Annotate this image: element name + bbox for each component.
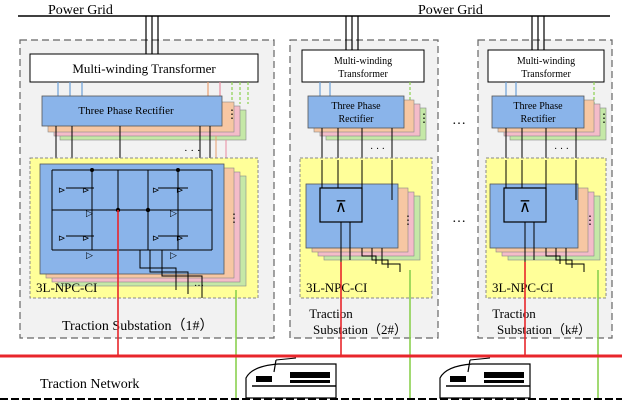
transformer-label-kb: Transformer [521,69,571,80]
substation-k-label-b: Substation（k#） [497,322,591,337]
transformer-box-k [487,49,605,83]
transformer-label-2b: Transformer [338,69,388,80]
svg-text:▷: ▷ [86,250,93,260]
svg-text:· · ·: · · · [554,144,569,155]
svg-text:⋮: ⋮ [418,111,430,125]
igbt-icon-k [503,187,547,223]
rectifier-label-kb: Rectifier [521,114,557,125]
svg-text:⊳: ⊳ [176,233,184,243]
svg-text:▷: ▷ [170,250,177,260]
transformer-main-label: Multi-winding Transformer [72,61,216,76]
rectifier-main-label: Three Phase Rectifier [78,105,174,117]
transformer-label-2a: Multi-winding [334,56,392,67]
svg-text:▷: ▷ [170,208,177,218]
svg-text:⋮: ⋮ [402,213,414,227]
switch-symbols: ⊳ ⊳ ⊳ ⊳ ⊳ ⊳ ⊳ ⊳ ▷ ▷ ▷ ▷ [58,185,184,260]
inverter-label-2: 3L-NPC-CI [306,280,367,295]
train-icon-2 [439,357,531,399]
svg-text:⊳: ⊳ [152,185,160,195]
svg-text:⊼: ⊼ [519,199,531,216]
transformer-main-box [29,53,259,83]
svg-text:▷: ▷ [86,208,93,218]
svg-text:⊳: ⊳ [176,185,184,195]
rectifier-box-k [491,95,585,129]
svg-text:⋮: ⋮ [598,111,610,125]
substation-1: Multi-winding Transformer Three Phase Re… [19,16,275,339]
rectifier-box-2 [307,95,405,129]
svg-text:⊳: ⊳ [58,185,66,195]
substation-2: Multi-winding Transformer Three Phase Re… [289,16,439,339]
svg-text:· · ·: · · · [184,145,201,157]
substation-1-label: Traction Substation（1#） [62,318,214,334]
traction-network-label: Traction Network [40,377,139,392]
transformer-box-2 [301,49,425,83]
svg-text:⋮: ⋮ [584,213,596,227]
svg-text:⊼: ⊼ [335,199,347,216]
ellipsis-middle: … [452,211,466,226]
rectifier-label-2a: Three Phase [331,101,381,112]
rectifier-label-ka: Three Phase [513,101,563,112]
substation-2-label-b: Substation（2#） [313,322,407,337]
svg-text:⊳: ⊳ [58,233,66,243]
svg-text:…: … [194,278,204,289]
substation-k-label-a: Traction [492,306,536,321]
svg-text:⊳: ⊳ [82,185,90,195]
train-icon-1 [245,357,337,399]
svg-text:⋮: ⋮ [228,211,240,225]
substation-2-label-a: Traction [309,306,353,321]
inverter-label-1: 3L-NPC-CI [36,280,97,295]
inverter-label-k: 3L-NPC-CI [492,280,553,295]
svg-text:⊳: ⊳ [152,233,160,243]
power-grid-label-left: Power Grid [48,3,113,18]
substation-k: Multi-winding Transformer Three Phase Re… [477,16,613,339]
inverter-main-box [39,163,225,275]
transformer-label-ka: Multi-winding [517,56,575,67]
power-grid-label-right: Power Grid [418,3,483,18]
svg-text:· · ·: · · · [370,144,385,155]
ellipsis-top: … [452,113,466,128]
svg-text:⊳: ⊳ [82,233,90,243]
rectifier-main-box [41,95,223,127]
rectifier-label-2b: Rectifier [339,114,375,125]
stack-dots-icon: ⋮ [226,107,238,121]
